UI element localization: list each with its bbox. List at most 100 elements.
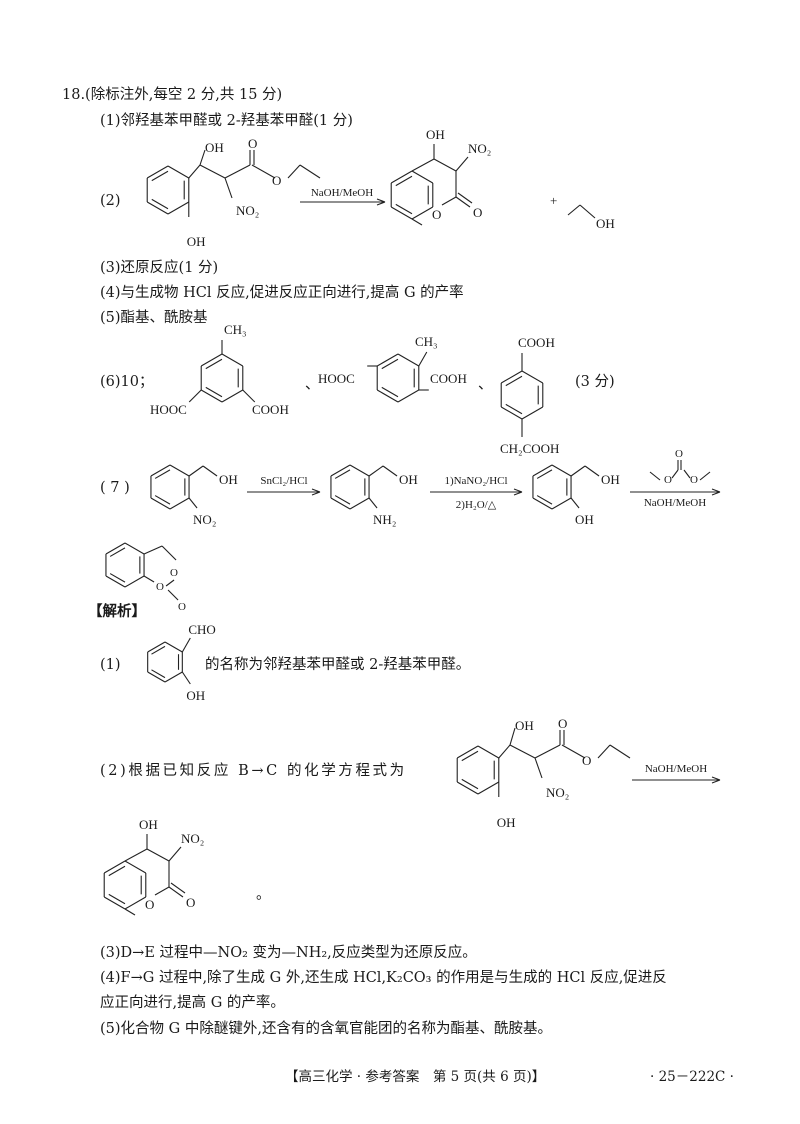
atom-label-o: O [170, 567, 178, 579]
aromatic-double-bond [154, 469, 171, 479]
atom-label-oh: OH [219, 472, 238, 487]
bond [167, 589, 179, 601]
bond [251, 164, 276, 179]
atom-label-o: O [145, 897, 154, 912]
benzene-ring-bond [146, 165, 169, 179]
atom-label-plus: + [550, 193, 557, 208]
bond [368, 497, 378, 509]
bond [441, 196, 457, 206]
atom-label-oh: OH [575, 512, 594, 527]
benzene-ring-bond [532, 497, 553, 510]
benzene-ring-bond [500, 406, 523, 420]
bond [299, 164, 321, 179]
atom-label-no2: NO₂ [546, 785, 569, 800]
atom-label-o: O [156, 581, 164, 593]
bond [168, 886, 184, 898]
benzene-ring-bond [330, 497, 351, 510]
aromatic-double-bond [505, 403, 523, 415]
reaction-arrow-head [711, 488, 721, 493]
aromatic-double-bond [205, 386, 223, 398]
bond [570, 465, 586, 477]
bond [188, 465, 204, 477]
bond [579, 204, 596, 219]
atom-label-reagent_naoh: NaOH/MeOH [644, 497, 706, 509]
analysis-3: (3)D→E 过程中—NO₂ 变为—NH₂,反应类型为还原反应。 [100, 945, 477, 961]
analysis-4b: 应正向进行,提高 G 的产率。 [100, 995, 285, 1011]
reaction-arrow-head [376, 201, 386, 206]
atom-label-reagent_naoh: NaOH/MeOH [311, 187, 373, 199]
bond [597, 744, 611, 759]
bond [146, 848, 170, 862]
atom-label-cooh: COOH [252, 402, 289, 417]
aromatic-double-bond [151, 669, 166, 679]
aromatic-double-bond [536, 495, 553, 505]
atom-label-oh: OH [601, 472, 620, 487]
bond [457, 192, 473, 204]
atom-label-oh: OH [399, 472, 418, 487]
atom-label-reagent_naoh: NaOH/MeOH [645, 763, 707, 775]
aromatic-double-bond [109, 547, 126, 557]
separator: 、 [478, 377, 493, 393]
answer-4: (4)与生成物 HCl 反应,促进反应正向进行,提高 G 的产率 [100, 285, 464, 301]
atom-label-o: O [473, 205, 482, 220]
benzene-ring-bond [411, 206, 434, 220]
question-heading: 18.(除标注外,每空 2 分,共 15 分) [62, 87, 283, 103]
atom-label-hooc: HOOC [318, 371, 355, 386]
atom-label-o: O [690, 474, 698, 486]
benzene-ring-bond [164, 671, 183, 683]
benzene-ring-bond [330, 464, 351, 477]
benzene-ring-bond [551, 497, 572, 510]
aromatic-double-bond [461, 750, 479, 762]
bond [609, 744, 631, 759]
benzene-ring-bond [500, 370, 523, 384]
bond [199, 164, 226, 179]
reaction-arrow-head [711, 779, 721, 784]
benzene-ring-bond [167, 165, 190, 179]
benzene-ring-bond [477, 745, 500, 759]
aromatic-double-bond [461, 778, 479, 790]
benzene-ring-bond [376, 389, 399, 403]
benzene-ring-bond [390, 206, 413, 220]
bond [649, 471, 661, 481]
bond [509, 727, 516, 746]
reaction-arrow-head [376, 198, 386, 203]
atom-label-o: O [178, 601, 186, 613]
benzene-ring-bond [167, 201, 190, 215]
benzene-ring-bond [221, 353, 244, 367]
reaction-arrow-head [513, 491, 523, 496]
bond [570, 497, 580, 509]
analysis-1-text: 的名称为邻羟基苯甲醛或 2-羟基苯甲醛。 [205, 657, 471, 673]
atom-label-oh: OH [596, 216, 615, 231]
bond [224, 177, 233, 199]
benzene-ring-bond [532, 464, 553, 477]
benzene-ring-bond [411, 170, 434, 184]
benzene-ring-bond [349, 464, 370, 477]
analysis-title: 【解析】 [88, 603, 146, 620]
atom-label-no2: NO₂ [236, 203, 259, 218]
benzene-ring-bond [146, 201, 169, 215]
benzene-ring-bond [169, 464, 190, 477]
bond [567, 204, 581, 216]
aromatic-double-bond [395, 175, 413, 187]
bond [699, 471, 711, 481]
bond [188, 497, 198, 509]
aromatic-double-bond [151, 645, 166, 655]
atom-label-ch3: CH₃ [415, 334, 438, 349]
benzene-ring-bond [147, 671, 166, 683]
benzene-ring-bond [521, 370, 544, 384]
atom-label-o: O [432, 207, 441, 222]
bond [418, 351, 428, 367]
answer-7-label: ( 7 ) [100, 480, 130, 496]
benzene-ring-bond [124, 896, 147, 910]
footer-code: · 25－222C · [650, 1069, 734, 1085]
atom-label-no2: NO₂ [468, 141, 491, 156]
bond [181, 671, 191, 685]
bond [199, 149, 206, 166]
atom-label-oh: OH [515, 718, 534, 733]
aromatic-double-bond [334, 469, 351, 479]
aromatic-double-bond [381, 386, 399, 398]
bond [224, 164, 251, 179]
bond [683, 469, 691, 479]
atom-label-no2: NO₂ [193, 512, 216, 527]
atom-label-no2: NO₂ [181, 831, 204, 846]
